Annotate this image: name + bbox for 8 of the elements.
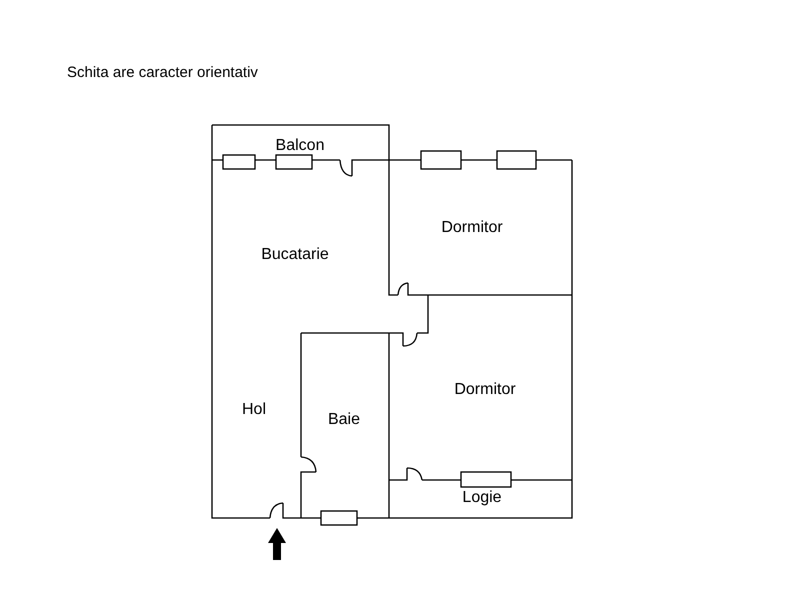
room-label: Balcon (276, 137, 324, 155)
room-label: Logie (462, 489, 502, 507)
room-label: Hol (242, 401, 266, 419)
room-label: Dormitor (454, 381, 516, 399)
room-label: Bucatarie (261, 246, 329, 264)
room-label: Dormitor (441, 219, 503, 237)
title: Schita are caracter orientativ (67, 64, 258, 81)
room-label: Baie (328, 411, 360, 429)
